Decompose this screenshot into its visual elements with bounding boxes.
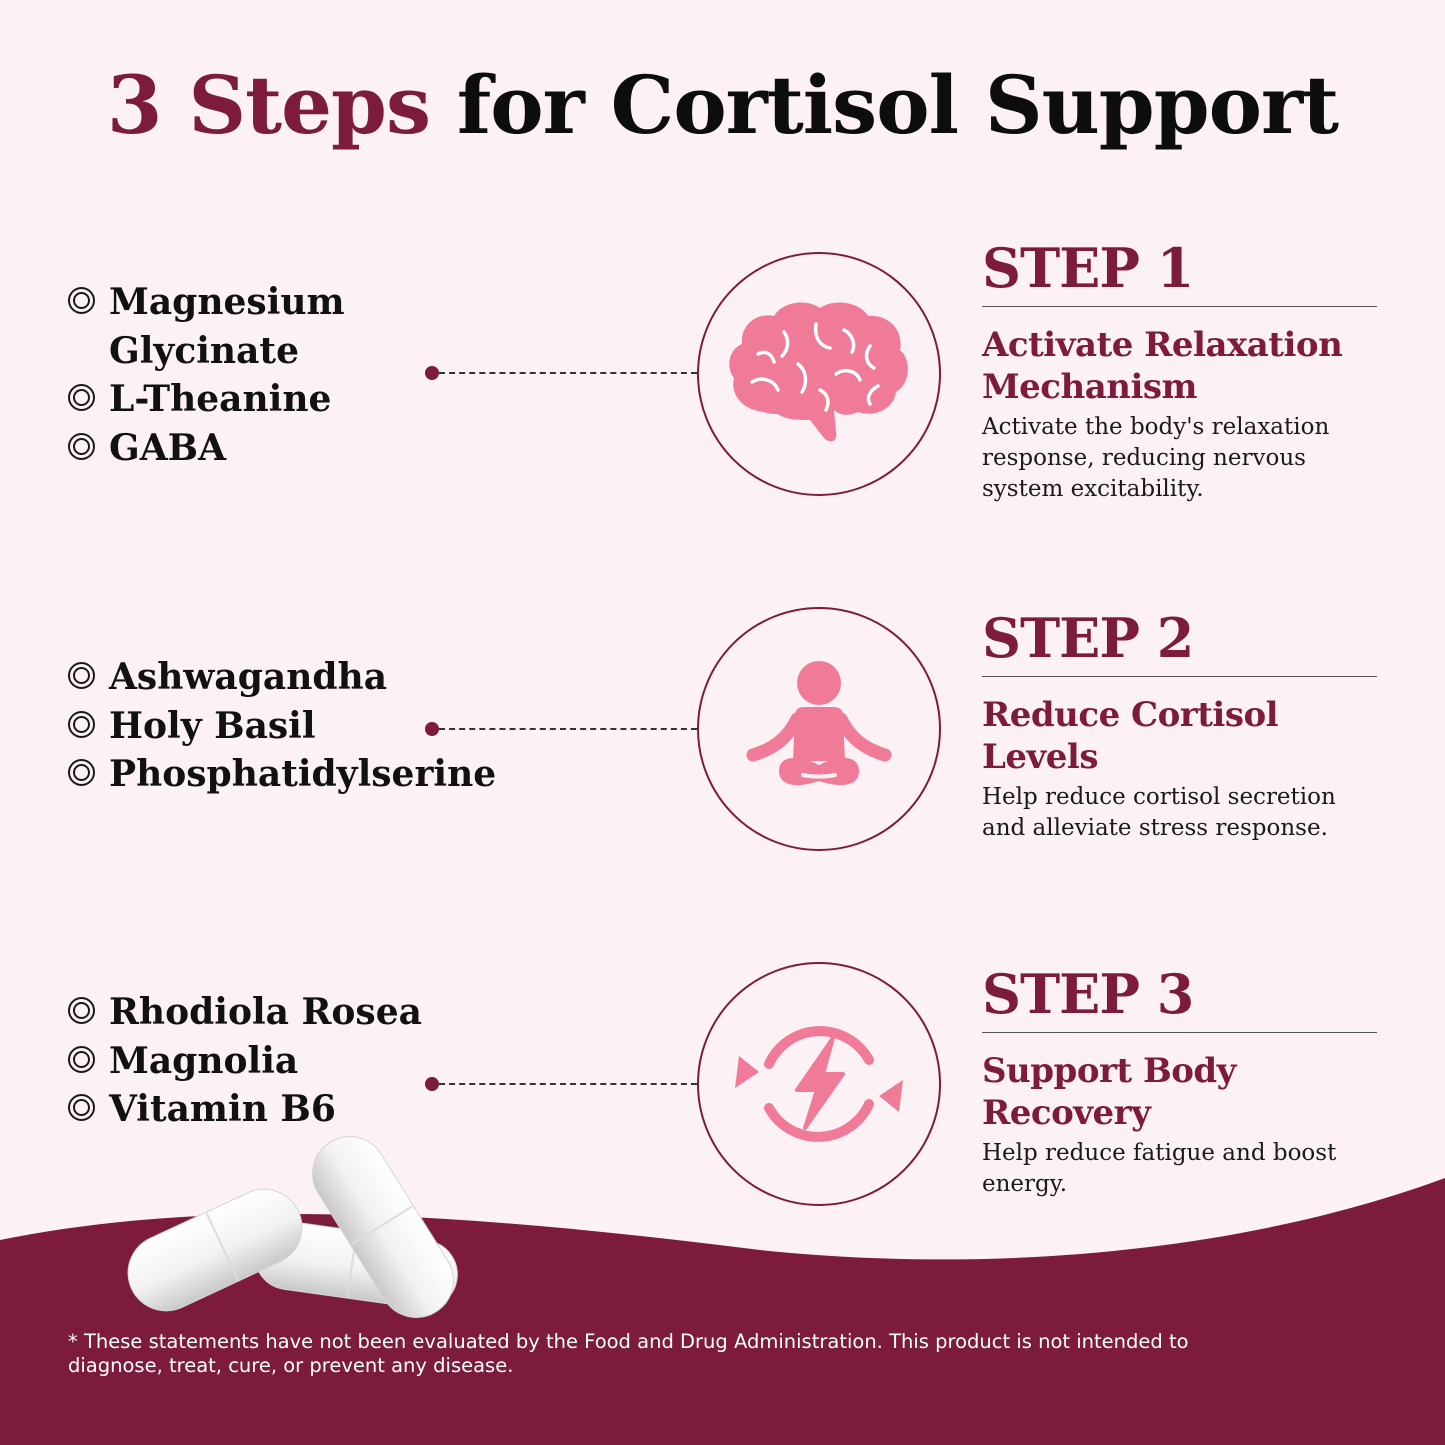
- connector-dot: [425, 722, 439, 736]
- meditation-icon: [746, 661, 892, 786]
- connector-step-1: [425, 366, 697, 380]
- energy-cycle-icon: [735, 1026, 903, 1142]
- step-heading: Reduce Cortisol Levels: [982, 695, 1279, 777]
- connector-dot: [425, 1077, 439, 1091]
- step-3-text: STEP 3 Support Body Recovery Help reduce…: [982, 964, 1377, 1200]
- ingredient-item: GABA: [68, 424, 339, 473]
- ingredient-list-step-2: Ashwagandha Holy Basil Phosphatidylserin…: [68, 653, 529, 799]
- brain-icon: [729, 302, 908, 442]
- ingredient-name: Vitamin B6: [109, 1088, 336, 1130]
- step-1-icon-circle: [697, 252, 941, 496]
- connector-dashed-line: [439, 728, 697, 730]
- step-divider: [982, 676, 1377, 677]
- step-divider: [982, 1032, 1377, 1033]
- ring-bullet-icon: [68, 384, 95, 411]
- ring-bullet-icon: [68, 662, 95, 689]
- capsule-pills-image: [127, 1136, 458, 1318]
- connector-dashed-line: [439, 372, 697, 374]
- step-2-icon-circle: [697, 607, 941, 851]
- ingredient-name: Rhodiola Rosea: [109, 991, 422, 1033]
- ring-bullet-icon: [68, 287, 95, 314]
- ingredient-list-step-1: Magnesium Glycinate L-Theanine GABA: [68, 278, 345, 473]
- ring-bullet-icon: [68, 1094, 95, 1121]
- ingredient-name: Magnolia: [109, 1039, 299, 1082]
- ingredient-item: Vitamin B6: [68, 1085, 529, 1134]
- ingredient-item: Holy Basil: [68, 702, 529, 751]
- ingredient-name: Ashwagandha: [109, 656, 388, 698]
- step-description: Help reduce fatigue and boost energy.: [982, 1140, 1337, 1197]
- step-description: Activate the body's relaxation response,…: [982, 414, 1330, 502]
- step-2-text: STEP 2 Reduce Cortisol Levels Help reduc…: [982, 608, 1377, 844]
- ingredient-item: L-Theanine: [68, 375, 339, 424]
- step-label: STEP 2: [982, 606, 1194, 670]
- step-heading: Activate Relaxation Mechanism: [982, 325, 1343, 407]
- step-divider: [982, 306, 1377, 307]
- step-description: Help reduce cortisol secretion and allev…: [982, 784, 1336, 841]
- step-3-icon-circle: [697, 962, 941, 1206]
- fda-disclaimer: * These statements have not been evaluat…: [68, 1330, 1189, 1377]
- ring-bullet-icon: [68, 759, 95, 786]
- ingredient-item: Ashwagandha: [68, 653, 529, 702]
- connector-step-2: [425, 722, 697, 736]
- ingredient-name: L-Theanine: [109, 378, 332, 420]
- connector-step-3: [425, 1077, 697, 1091]
- connector-dot: [425, 366, 439, 380]
- step-label: STEP 1: [982, 236, 1194, 300]
- title-accent: 3 Steps: [106, 58, 431, 152]
- ingredient-name: Phosphatidylserine: [109, 753, 497, 795]
- ingredient-item: Magnesium Glycinate: [68, 278, 345, 375]
- ingredient-list-step-3: Rhodiola Rosea Magnolia Vitamin B6: [68, 988, 529, 1134]
- title-rest: for Cortisol Support: [456, 58, 1339, 152]
- ingredient-item: Phosphatidylserine: [68, 750, 529, 799]
- step-1-text: STEP 1 Activate Relaxation Mechanism Act…: [982, 238, 1377, 505]
- ring-bullet-icon: [68, 710, 95, 738]
- step-label: STEP 3: [982, 962, 1194, 1026]
- ring-bullet-icon: [68, 997, 95, 1024]
- step-heading: Support Body Recovery: [982, 1051, 1236, 1133]
- ring-bullet-icon: [68, 432, 95, 460]
- ring-bullet-icon: [68, 1045, 95, 1073]
- connector-dashed-line: [439, 1083, 697, 1085]
- ingredient-name: Holy Basil: [109, 704, 316, 747]
- ingredient-name: GABA: [109, 426, 227, 469]
- ingredient-name: Magnesium Glycinate: [109, 281, 345, 372]
- ingredient-item: Rhodiola Rosea: [68, 988, 529, 1037]
- page-title: 3 Steps for Cortisol Support: [0, 58, 1445, 152]
- ingredient-item: Magnolia: [68, 1037, 529, 1086]
